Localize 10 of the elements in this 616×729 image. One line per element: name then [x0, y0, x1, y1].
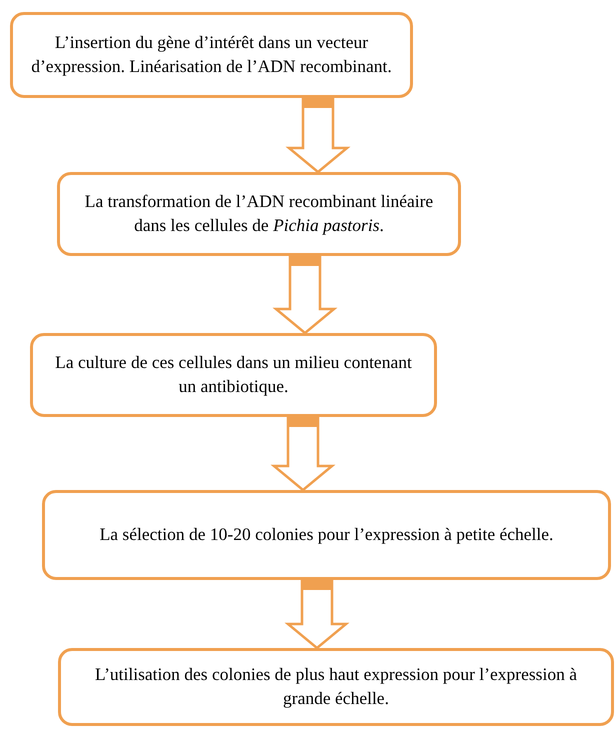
step-text: L’utilisation des colonies de plus haut expression pour l’expression à grande échelle.: [94, 663, 578, 710]
step-text: La sélection de 10-20 colonies pour l’expression à petite échelle.: [100, 523, 554, 546]
process-box: [30, 333, 437, 417]
process-box: [58, 648, 614, 726]
step-text: La culture de ces cellules dans un milieu contenant un antibiotique.: [54, 351, 413, 398]
process-box: [57, 172, 461, 256]
step-text: La transformation de l’ADN recombinant linéaire dans les cellules de Pichia pastoris.: [84, 190, 434, 237]
process-box: [42, 490, 611, 580]
step-text: L’insertion du gène d’intérêt dans un vecteur d’expression. Linéarisation de l’ADN recombinant.: [30, 31, 393, 78]
process-box: [10, 12, 413, 98]
